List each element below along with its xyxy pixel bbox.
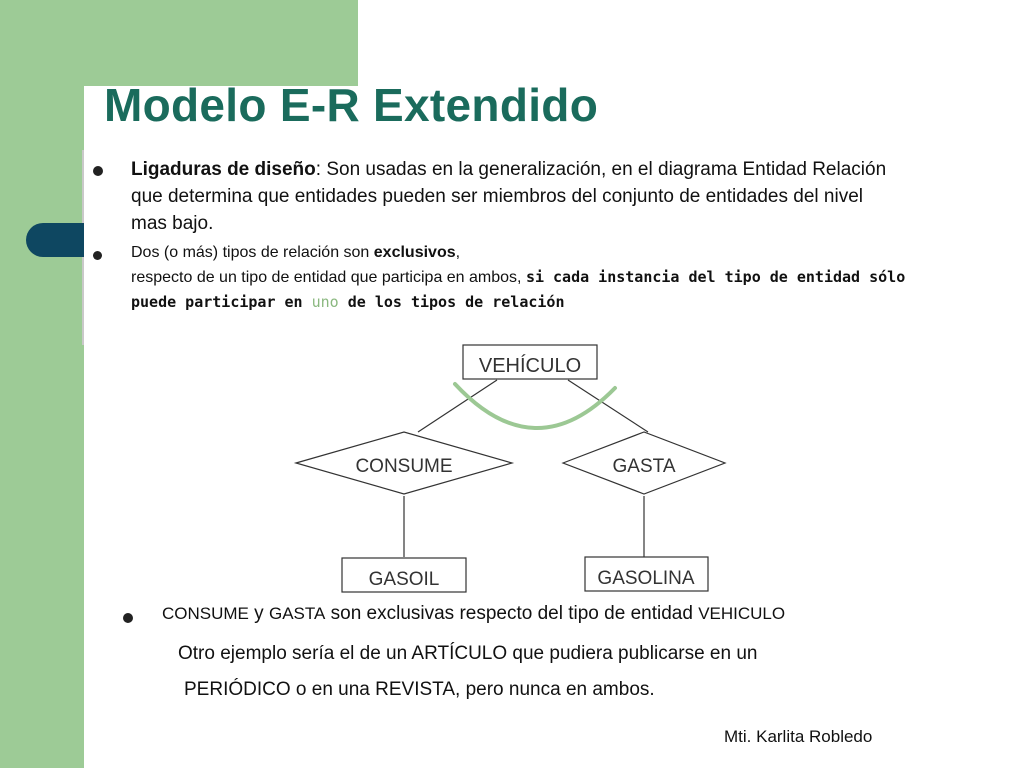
bullet-2-line1-bold: exclusivos (373, 244, 456, 261)
bullet-1-bold: Ligaduras de diseño (131, 159, 316, 180)
bullet-3-mid2: son exclusivas respecto del tipo de enti… (325, 603, 699, 624)
exclusivity-arc (453, 382, 617, 430)
connector-vehiculo-gasta (567, 379, 649, 433)
slide-title: Modelo E-R Extendido (104, 79, 599, 131)
bullet-2-bold-a: si cada instancia del tipo de entidad só… (131, 268, 906, 311)
entity-gasolina-label: GASOLINA (597, 568, 694, 589)
other-example-line-1: Otro ejemplo sería el de un ARTÍCULO que… (178, 643, 758, 664)
other-example-line-2: PERIÓDICO o en una REVISTA, pero nunca e… (184, 679, 655, 700)
relation-gasta-label: GASTA (613, 456, 676, 477)
relation-gasta-diamond (561, 431, 727, 495)
entity-gasoil-label: GASOIL (369, 569, 440, 590)
bullet-2-line1-post: , (455, 244, 461, 261)
entity-vehiculo-label: VEHÍCULO (479, 354, 581, 377)
navy-accent-tab (26, 223, 84, 257)
entity-gasoil-box (341, 557, 467, 593)
bullet-3-word-consume: CONSUME (162, 604, 249, 623)
bullet-2-line2-pre: respecto de un tipo de entidad que parti… (131, 269, 526, 286)
bullet-3-text: CONSUME y GASTA son exclusivas respecto … (162, 603, 785, 625)
green-band-left (0, 0, 84, 768)
bullet-2-green-word: uno (311, 293, 339, 311)
bullet-3-word-gasta: GASTA (268, 604, 326, 623)
bullet-dot (123, 613, 133, 623)
bullet-1-text: Ligaduras de diseño: Son usadas en la ge… (131, 156, 891, 237)
bullet-2-line1-pre: Dos (o más) tipos de relación son (131, 244, 374, 261)
entity-vehiculo-box (462, 344, 598, 380)
relation-consume-label: CONSUME (355, 456, 452, 477)
bullet-dot (93, 251, 102, 260)
bullet-2-bold-b: de los tipos de relación (338, 293, 565, 311)
connector-vehiculo-consume (417, 379, 498, 433)
bullet-3-word-vehiculo: VEHICULO (698, 604, 786, 623)
bullet-dot (93, 166, 103, 176)
author-footer: Mti. Karlita Robledo (724, 727, 873, 746)
entity-gasolina-box (584, 556, 709, 592)
bullet-3-mid1: y (248, 603, 269, 624)
bullet-1-body: : Son usadas en la generalización, en el… (131, 159, 887, 234)
relation-consume-diamond (293, 431, 515, 495)
bullet-2-text: Dos (o más) tipos de relación son exclus… (131, 240, 911, 315)
